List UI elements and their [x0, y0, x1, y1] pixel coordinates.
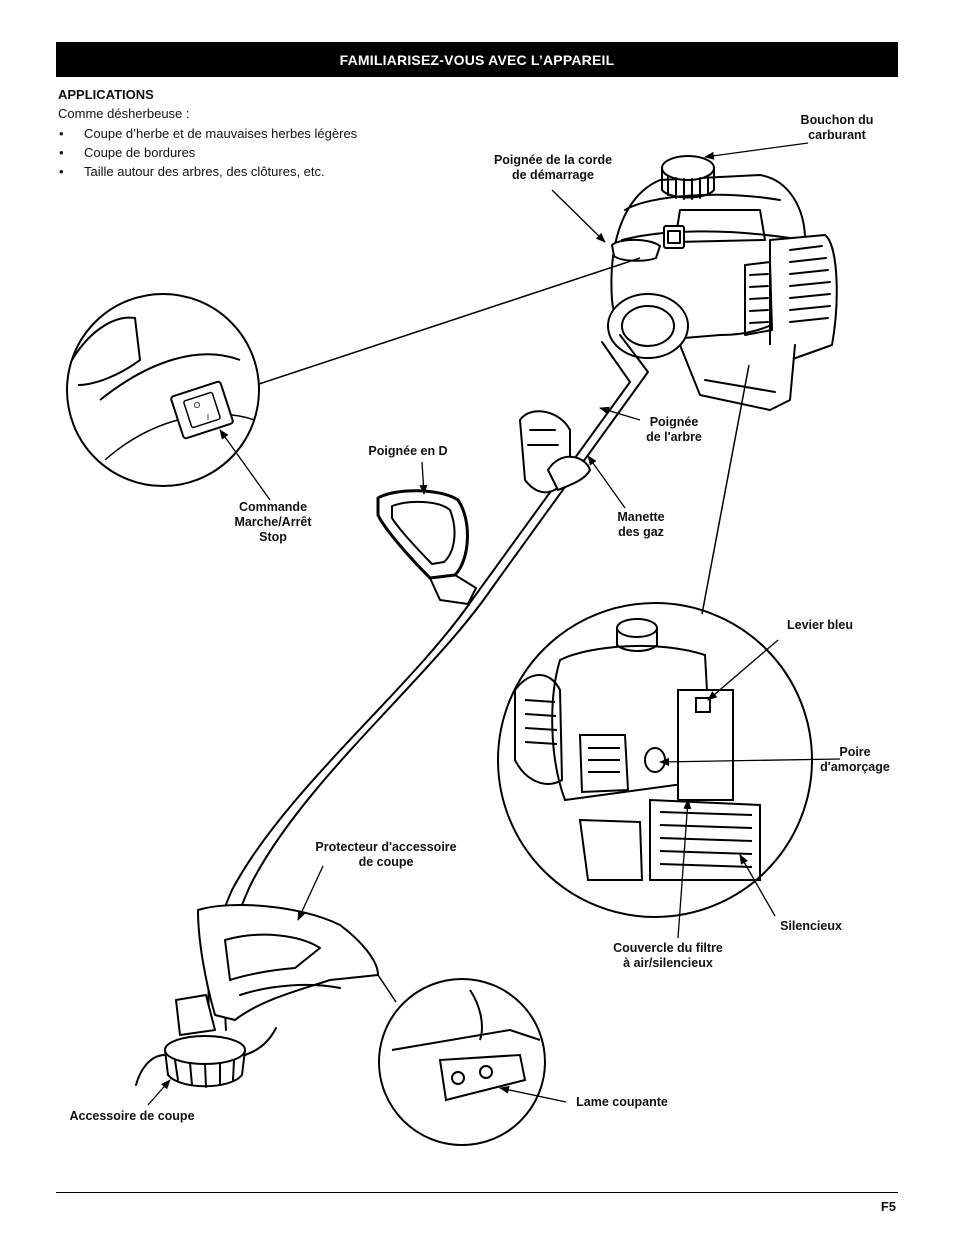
throttle-drawing — [547, 455, 591, 491]
leader-throttle — [587, 455, 626, 509]
label-on-off-switch: Commande Marche/Arrêt Stop — [234, 500, 312, 544]
footer-divider — [56, 1192, 898, 1193]
switch-zoom-circle — [66, 257, 641, 487]
leader-fuel-cap — [704, 142, 809, 160]
muffler-cover — [744, 234, 838, 361]
leader-d-handle — [419, 461, 428, 495]
switch-off-mark: O — [194, 401, 200, 410]
guard-drawing — [197, 904, 379, 1021]
leader-on-off — [219, 429, 271, 501]
engine-base — [679, 344, 796, 411]
applications-intro: Comme désherbeuse : — [58, 106, 190, 121]
d-handle-drawing — [376, 489, 477, 605]
label-primer-bulb: Poire d'amorçage — [820, 745, 890, 774]
label-muffler: Silencieux — [780, 919, 842, 933]
page-number: F5 — [880, 1199, 896, 1214]
section-header-bar: FAMILIARISEZ-VOUS AVEC L’APPAREIL — [56, 42, 898, 77]
list-item: Coupe d’herbe et de mauvaises herbes lég… — [58, 124, 357, 143]
leader-air-filter — [677, 799, 692, 939]
leader-primer-bulb — [659, 757, 841, 766]
trimmer-head-drawing — [135, 994, 277, 1088]
leader-blue-lever — [707, 639, 779, 701]
applications-list: Coupe d’herbe et de mauvaises herbes lég… — [58, 124, 357, 181]
label-air-filter-cover: Couvercle du filtre à air/silencieux — [613, 941, 723, 970]
label-fuel-cap: Bouchon du carburant — [800, 113, 874, 142]
label-d-handle: Poignée en D — [368, 444, 448, 458]
leader-guard — [297, 865, 324, 921]
label-attachment-guard: Protecteur d'accessoire de coupe — [315, 840, 457, 869]
label-cutting-blade: Lame coupante — [576, 1095, 668, 1109]
fuel-cap-drawing — [661, 155, 715, 200]
leader-shaft-handle — [599, 406, 641, 421]
list-item: Taille autour des arbres, des clôtures, … — [58, 162, 357, 181]
label-starter-grip: Poignée de la corde de démarrage — [493, 153, 613, 182]
blade-zoom-circle — [377, 974, 546, 1146]
leader-blade — [499, 1085, 567, 1103]
applications-title: APPLICATIONS — [58, 87, 154, 102]
switch-on-mark: I — [207, 413, 209, 422]
leader-starter-grip — [551, 189, 606, 243]
section-header-title: FAMILIARISEZ-VOUS AVEC L’APPAREIL — [339, 51, 615, 68]
label-shaft-handle: Poignée de l'arbre — [646, 415, 702, 444]
clutch-housing — [607, 293, 689, 359]
list-item: Coupe de bordures — [58, 143, 357, 162]
label-cutting-attachment: Accessoire de coupe — [69, 1109, 195, 1123]
label-blue-lever: Levier bleu — [787, 618, 853, 632]
leader-muffler — [739, 854, 776, 917]
starter-grip-drawing — [611, 225, 685, 262]
leader-cutting-attachment — [147, 1079, 171, 1106]
label-throttle: Manette des gaz — [617, 510, 665, 539]
